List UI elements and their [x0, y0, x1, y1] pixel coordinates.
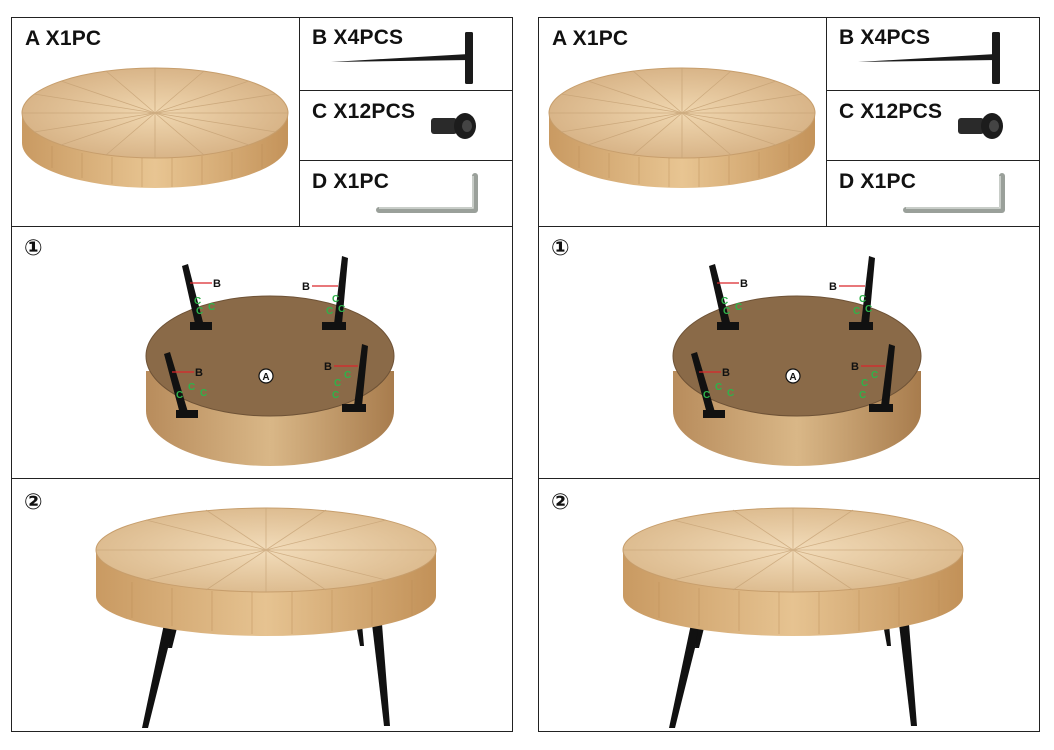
part-c-label: C X12PCS	[839, 100, 943, 123]
step-1-diagram: B B B B C C C C C C C C C C C C A	[672, 256, 922, 466]
divider	[12, 226, 512, 227]
step-2-panel: ②	[12, 478, 513, 732]
part-a-label: A X1PC	[552, 27, 629, 50]
callout-c: C	[853, 306, 860, 317]
divider	[299, 90, 513, 91]
callout-c: C	[721, 296, 728, 307]
callout-c: C	[859, 390, 866, 401]
callout-c: C	[715, 382, 722, 393]
metal-leg-icon	[331, 32, 473, 84]
part-a-panel: A X1PC	[539, 18, 826, 226]
part-a-label: A X1PC	[25, 27, 102, 50]
callout-c: C	[865, 304, 872, 315]
callout-b: B	[851, 361, 859, 373]
callout-c: C	[871, 370, 878, 381]
callout-b: B	[213, 278, 221, 290]
divider	[826, 160, 1040, 161]
callout-c: C	[727, 388, 734, 399]
callout-c: C	[338, 304, 345, 315]
divider	[539, 226, 1039, 227]
callout-c: C	[188, 382, 195, 393]
allen-key-icon	[903, 173, 1005, 213]
callout-c: C	[200, 388, 207, 399]
allen-key-icon	[376, 173, 478, 213]
part-d-label: D X1PC	[839, 170, 917, 193]
instruction-sheet-right: A X1PC B X4PCS	[538, 17, 1040, 732]
assembled-table-image	[622, 507, 964, 728]
part-b-panel: B X4PCS	[299, 18, 513, 90]
part-c-panel: C X12PCS	[299, 90, 513, 160]
part-c-panel: C X12PCS	[826, 90, 1040, 160]
callout-b: B	[829, 281, 837, 293]
callout-c: C	[332, 294, 339, 305]
instruction-sheet-left: A X1PC	[11, 17, 513, 732]
callout-c: C	[176, 390, 183, 401]
step-1-panel: ① B B B B C C C	[539, 226, 1040, 478]
callout-c: C	[344, 370, 351, 381]
callout-b: B	[722, 367, 730, 379]
wood-tabletop-image	[21, 67, 289, 188]
part-a-panel: A X1PC	[12, 18, 299, 226]
assembled-table-image	[95, 507, 437, 728]
part-b-label: B X4PCS	[312, 26, 404, 49]
screw-icon	[958, 113, 1003, 139]
callout-c: C	[332, 390, 339, 401]
divider	[826, 90, 1040, 91]
divider	[299, 18, 300, 226]
callout-a: A	[789, 372, 796, 383]
callout-a: A	[262, 372, 269, 383]
step-1-number: ①	[551, 236, 570, 261]
callout-c: C	[859, 294, 866, 305]
callout-c: C	[703, 390, 710, 401]
divider	[12, 478, 512, 479]
screw-icon	[431, 113, 476, 139]
part-d-label: D X1PC	[312, 170, 390, 193]
callout-c: C	[208, 302, 215, 313]
divider	[299, 160, 513, 161]
step-2-number: ②	[551, 490, 570, 515]
callout-b: B	[740, 278, 748, 290]
divider	[826, 18, 827, 226]
callout-c: C	[196, 306, 203, 317]
part-b-panel: B X4PCS	[826, 18, 1040, 90]
step-1-panel: ① B B B	[12, 226, 513, 478]
step-1-number: ①	[24, 236, 43, 261]
part-d-panel: D X1PC	[299, 160, 513, 226]
step-1-diagram: B B B B C C C C C C C C C C C C	[145, 256, 395, 466]
callout-c: C	[861, 378, 868, 389]
callout-c: C	[723, 306, 730, 317]
part-b-label: B X4PCS	[839, 26, 931, 49]
step-2-number: ②	[24, 490, 43, 515]
part-c-label: C X12PCS	[312, 100, 416, 123]
callout-c: C	[735, 302, 742, 313]
wood-tabletop-image	[548, 67, 816, 188]
callout-b: B	[324, 361, 332, 373]
callout-b: B	[302, 281, 310, 293]
callout-c: C	[326, 306, 333, 317]
step-2-panel: ②	[539, 478, 1040, 732]
callout-c: C	[334, 378, 341, 389]
metal-leg-icon	[858, 32, 1000, 84]
callout-c: C	[194, 296, 201, 307]
callout-b: B	[195, 367, 203, 379]
divider	[539, 478, 1039, 479]
part-d-panel: D X1PC	[826, 160, 1040, 226]
